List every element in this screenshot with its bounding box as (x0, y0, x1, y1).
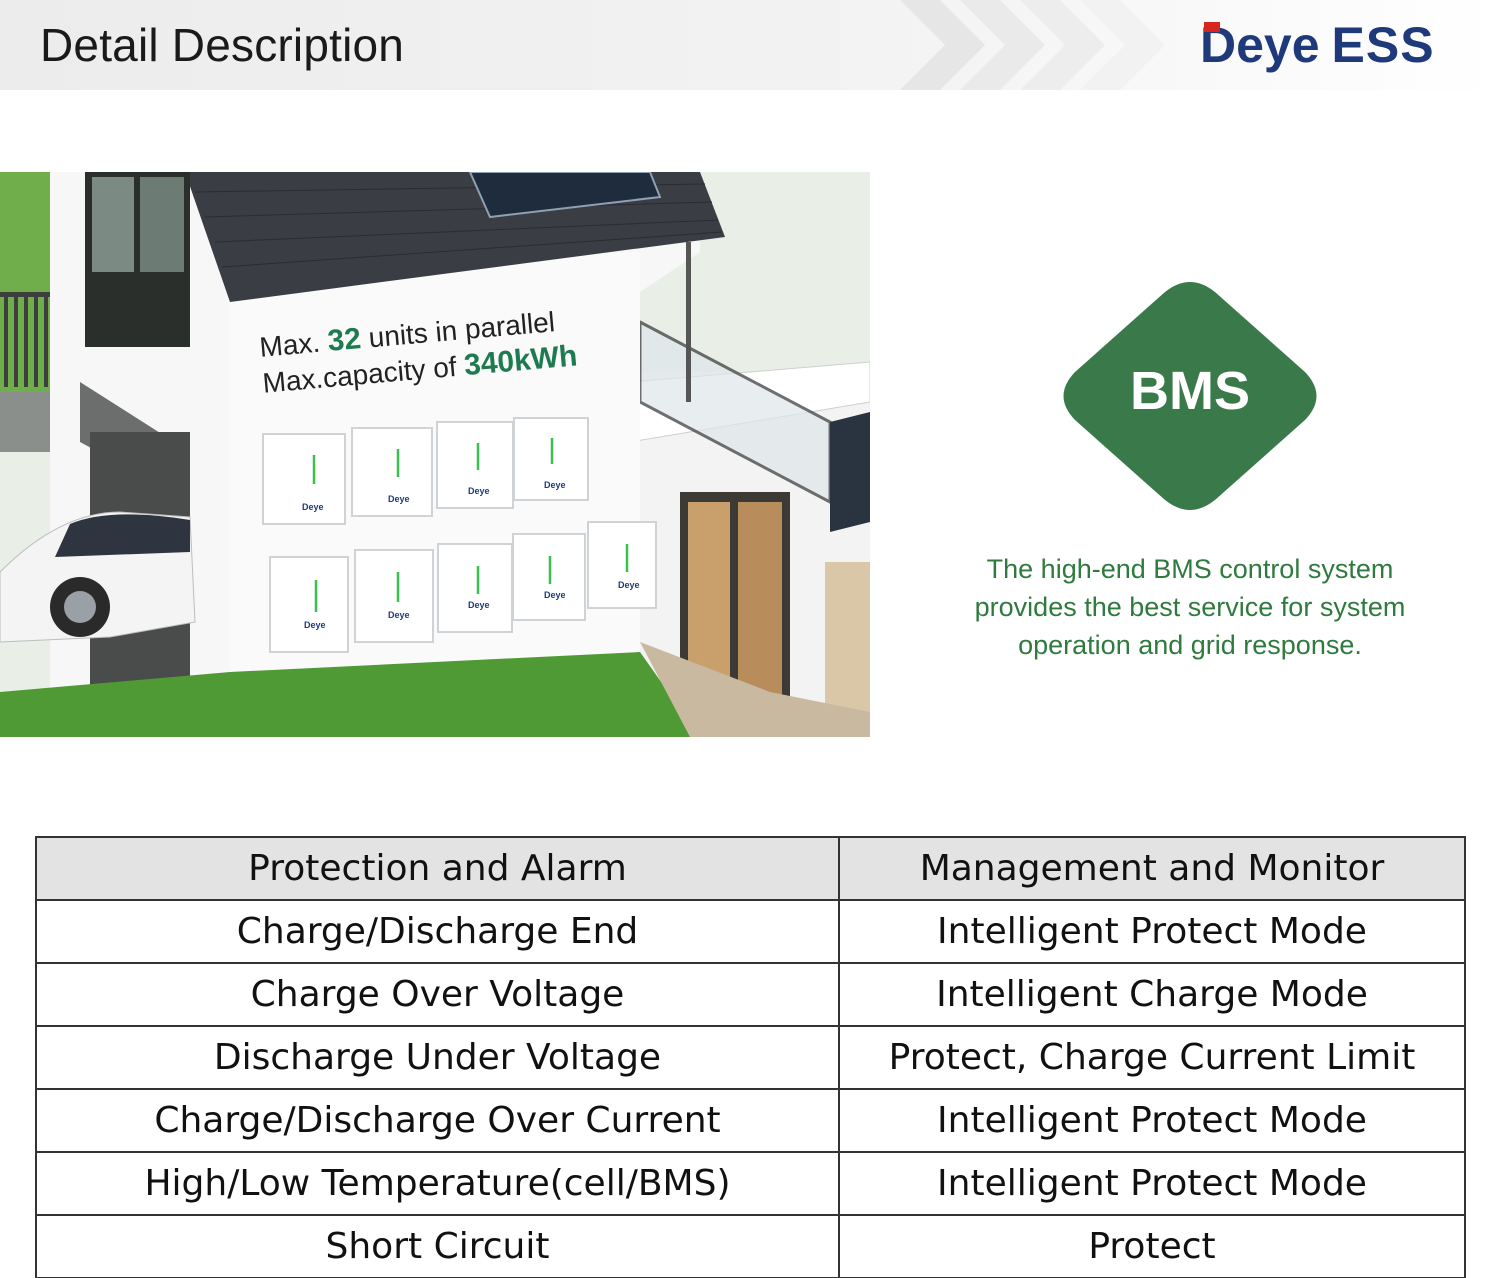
battery-status-lights (312, 438, 629, 612)
battery-units-row-2 (269, 521, 657, 653)
battery-label: Deye (388, 610, 410, 620)
protection-cell: Discharge Under Voltage (35, 1025, 840, 1090)
battery-label: Deye (544, 590, 566, 600)
protection-cell: Charge/Discharge Over Current (35, 1088, 840, 1153)
house-battery-illustration: Deye Deye Deye Deye Deye Deye Deye Deye … (0, 172, 870, 737)
protection-cell: Short Circuit (35, 1214, 840, 1278)
logo-accent-mark (1204, 22, 1220, 32)
parallel-count: 32 (326, 322, 363, 358)
table-row: Short Circuit Protect (35, 1214, 1467, 1278)
battery-label: Deye (618, 580, 640, 590)
table-row: Charge/Discharge Over Current Intelligen… (35, 1088, 1467, 1153)
column-header-management: Management and Monitor (837, 836, 1467, 901)
battery-units-row-1 (262, 417, 589, 525)
fence (0, 292, 50, 387)
table-row: Discharge Under Voltage Protect, Charge … (35, 1025, 1467, 1090)
max-capacity-value: 340kWh (462, 339, 579, 383)
management-cell: Intelligent Protect Mode (837, 1151, 1467, 1216)
bms-diamond-badge (1063, 282, 1317, 510)
car (0, 511, 196, 643)
bms-label: BMS (1130, 361, 1250, 421)
battery-label: Deye (468, 600, 490, 610)
battery-label: Deye (304, 620, 326, 630)
table-row: Charge/Discharge End Intelligent Protect… (35, 899, 1467, 964)
battery-label: Deye (302, 502, 324, 512)
battery-label: Deye (468, 486, 490, 496)
house-scene-image: Deye Deye Deye Deye Deye Deye Deye Deye … (0, 172, 870, 737)
logo-suffix: ESS (1331, 17, 1435, 73)
table-row: High/Low Temperature(cell/BMS) Intellige… (35, 1151, 1467, 1216)
management-cell: Protect, Charge Current Limit (837, 1025, 1467, 1090)
chevron-decoration-icon (900, 0, 1165, 90)
column-header-protection: Protection and Alarm (35, 836, 840, 901)
management-cell: Protect (837, 1214, 1467, 1278)
protection-cell: Charge Over Voltage (35, 962, 840, 1027)
battery-label: Deye (544, 480, 566, 490)
protection-cell: Charge/Discharge End (35, 899, 840, 964)
management-cell: Intelligent Charge Mode (837, 962, 1467, 1027)
bms-description: The high-end BMS control system provides… (974, 554, 1406, 660)
battery-label: Deye (388, 494, 410, 504)
page-title: Detail Description (40, 19, 405, 71)
management-cell: Intelligent Protect Mode (837, 899, 1467, 964)
battery-brand-labels: Deye Deye Deye Deye Deye Deye Deye Deye … (302, 480, 640, 630)
protection-cell: High/Low Temperature(cell/BMS) (35, 1151, 840, 1216)
bms-function-table: Protection and Alarm Management and Moni… (35, 836, 1467, 1278)
table-header-row: Protection and Alarm Management and Moni… (35, 836, 1467, 901)
management-cell: Intelligent Protect Mode (837, 1088, 1467, 1153)
table-row: Charge Over Voltage Intelligent Charge M… (35, 962, 1467, 1027)
